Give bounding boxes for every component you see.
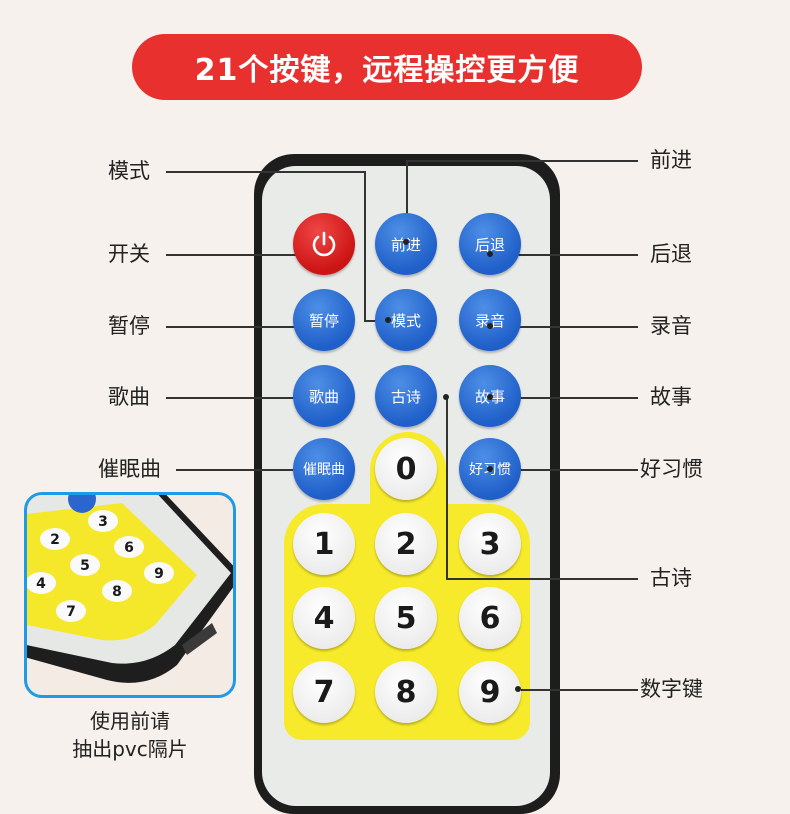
callout-label-pause: 暂停 — [108, 314, 150, 338]
inset-caption-line1: 使用前请 — [90, 709, 170, 733]
callout-label-back: 后退 — [650, 242, 692, 266]
inset-digit-2: 2 — [50, 532, 60, 548]
lullaby-button[interactable]: 催眠曲 — [293, 438, 355, 500]
callout-line-forward-v — [406, 160, 408, 242]
back-button[interactable]: 后退 — [459, 213, 521, 275]
digit-9-button[interactable]: 9 — [459, 661, 521, 723]
callout-dot-forward — [403, 239, 409, 245]
callout-line-habit — [490, 469, 638, 471]
digit-9-label: 9 — [479, 674, 501, 710]
digit-4-button[interactable]: 4 — [293, 587, 355, 649]
callout-label-habit: 好习惯 — [640, 457, 703, 481]
callout-dot-record — [487, 323, 493, 329]
inset-digit-8: 8 — [112, 584, 122, 600]
digit-7-button[interactable]: 7 — [293, 661, 355, 723]
songs-button-label: 歌曲 — [308, 387, 339, 406]
callout-dot-poem — [443, 394, 449, 400]
power-icon — [312, 231, 336, 257]
callout-dot-story — [487, 394, 493, 400]
callout-line-poem-v — [446, 397, 448, 579]
callout-dot-mode — [385, 317, 391, 323]
digit-2-label: 2 — [395, 526, 417, 562]
digit-0-button[interactable]: 0 — [375, 438, 437, 500]
callout-line-mode-v — [364, 171, 366, 321]
record-button[interactable]: 录音 — [459, 289, 521, 351]
digit-3-label: 3 — [479, 526, 501, 562]
digit-2-button[interactable]: 2 — [375, 513, 437, 575]
callout-line-pause — [166, 326, 324, 328]
poem-button-label: 古诗 — [390, 387, 421, 406]
callout-line-back — [490, 254, 638, 256]
inset-digit-6: 6 — [124, 540, 134, 556]
digit-6-button[interactable]: 6 — [459, 587, 521, 649]
digit-5-label: 5 — [395, 600, 417, 636]
callout-label-lullaby: 催眠曲 — [98, 457, 161, 481]
remote-closeup-illustration: 3 2 6 5 9 4 8 7 — [27, 495, 233, 683]
digit-1-label: 1 — [313, 526, 335, 562]
inset-caption-line2: 抽出pvc隔片 — [72, 737, 188, 761]
digit-8-button[interactable]: 8 — [375, 661, 437, 723]
mode-button-label: 模式 — [390, 311, 421, 330]
pause-button-label: 暂停 — [308, 311, 339, 330]
pvc-tab-closeup: 3 2 6 5 9 4 8 7 — [24, 492, 236, 698]
callout-label-poem: 古诗 — [650, 566, 692, 590]
callout-label-mode: 模式 — [108, 159, 150, 183]
digit-4-label: 4 — [313, 600, 335, 636]
callout-line-poem — [446, 578, 638, 580]
digit-1-button[interactable]: 1 — [293, 513, 355, 575]
callout-label-story: 故事 — [650, 385, 692, 409]
digit-6-label: 6 — [479, 600, 501, 636]
digit-5-button[interactable]: 5 — [375, 587, 437, 649]
callout-label-record: 录音 — [650, 314, 692, 338]
inset-digit-4: 4 — [36, 576, 46, 592]
lullaby-button-label: 催眠曲 — [303, 462, 345, 478]
pause-button[interactable]: 暂停 — [293, 289, 355, 351]
callout-label-forward: 前进 — [650, 148, 692, 172]
callout-line-story — [490, 397, 638, 399]
back-button-label: 后退 — [474, 235, 505, 254]
poem-button[interactable]: 古诗 — [375, 365, 437, 427]
callout-dot-digits — [515, 686, 521, 692]
digit-8-label: 8 — [395, 674, 417, 710]
callout-dot-habit — [487, 466, 493, 472]
power-button[interactable] — [293, 213, 355, 275]
inset-digit-3: 3 — [98, 514, 108, 530]
callout-line-record — [490, 326, 638, 328]
callout-label-power: 开关 — [108, 242, 150, 266]
callout-line-digits — [490, 689, 638, 691]
inset-digit-7: 7 — [66, 604, 76, 620]
callout-line-power — [166, 254, 324, 256]
callout-line-lullaby — [176, 469, 324, 471]
digit-7-label: 7 — [313, 674, 335, 710]
songs-button[interactable]: 歌曲 — [293, 365, 355, 427]
callout-line-mode — [166, 171, 365, 173]
digit-0-label: 0 — [395, 451, 417, 487]
callout-line-forward — [406, 160, 638, 162]
record-button-label: 录音 — [474, 311, 505, 330]
callout-label-digits: 数字键 — [640, 677, 703, 701]
inset-digit-9: 9 — [154, 566, 164, 582]
callout-line-songs — [166, 397, 324, 399]
inset-digit-5: 5 — [80, 558, 90, 574]
callout-label-songs: 歌曲 — [108, 385, 150, 409]
digit-3-button[interactable]: 3 — [459, 513, 521, 575]
headline-banner: 21个按键，远程操控更方便 — [132, 34, 642, 100]
callout-dot-back — [487, 251, 493, 257]
